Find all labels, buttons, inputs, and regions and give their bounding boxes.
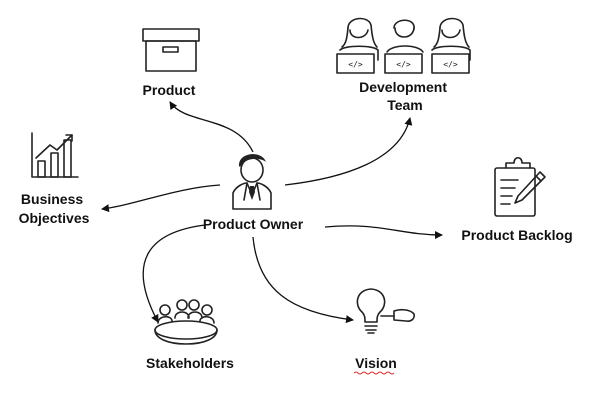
- developers-icon: </> </> </>: [336, 17, 471, 74]
- node-label-vision: Vision: [355, 355, 397, 371]
- arrow-to-product: [169, 101, 254, 153]
- arrow-to-product-backlog: [324, 225, 443, 239]
- node-label-product: Product: [143, 82, 196, 98]
- node-label-stakeholders: Stakeholders: [146, 355, 234, 371]
- arrow-to-business-objectives: [101, 184, 221, 213]
- spellcheck-underline: [353, 371, 395, 375]
- node-label-development-team: Development Team: [359, 79, 451, 113]
- svg-text:</>: </>: [348, 60, 363, 69]
- svg-text:</>: </>: [443, 60, 458, 69]
- businessman-icon: [232, 154, 272, 210]
- clipboard-icon: [494, 156, 546, 217]
- connectors: [101, 101, 443, 324]
- meeting-table-icon: [154, 299, 218, 345]
- node-label-product-backlog: Product Backlog: [461, 227, 572, 243]
- arrow-to-vision: [252, 236, 354, 324]
- svg-text:</>: </>: [396, 60, 411, 69]
- arrow-to-development-team: [284, 117, 413, 186]
- box-icon: [142, 28, 200, 72]
- node-label-business-objectives: Business Objectives: [19, 191, 90, 226]
- arrow-to-stakeholders: [142, 224, 206, 323]
- growth-chart-icon: [31, 132, 79, 178]
- center-label-product-owner: Product Owner: [203, 216, 304, 232]
- lightbulb-icon: [356, 288, 415, 334]
